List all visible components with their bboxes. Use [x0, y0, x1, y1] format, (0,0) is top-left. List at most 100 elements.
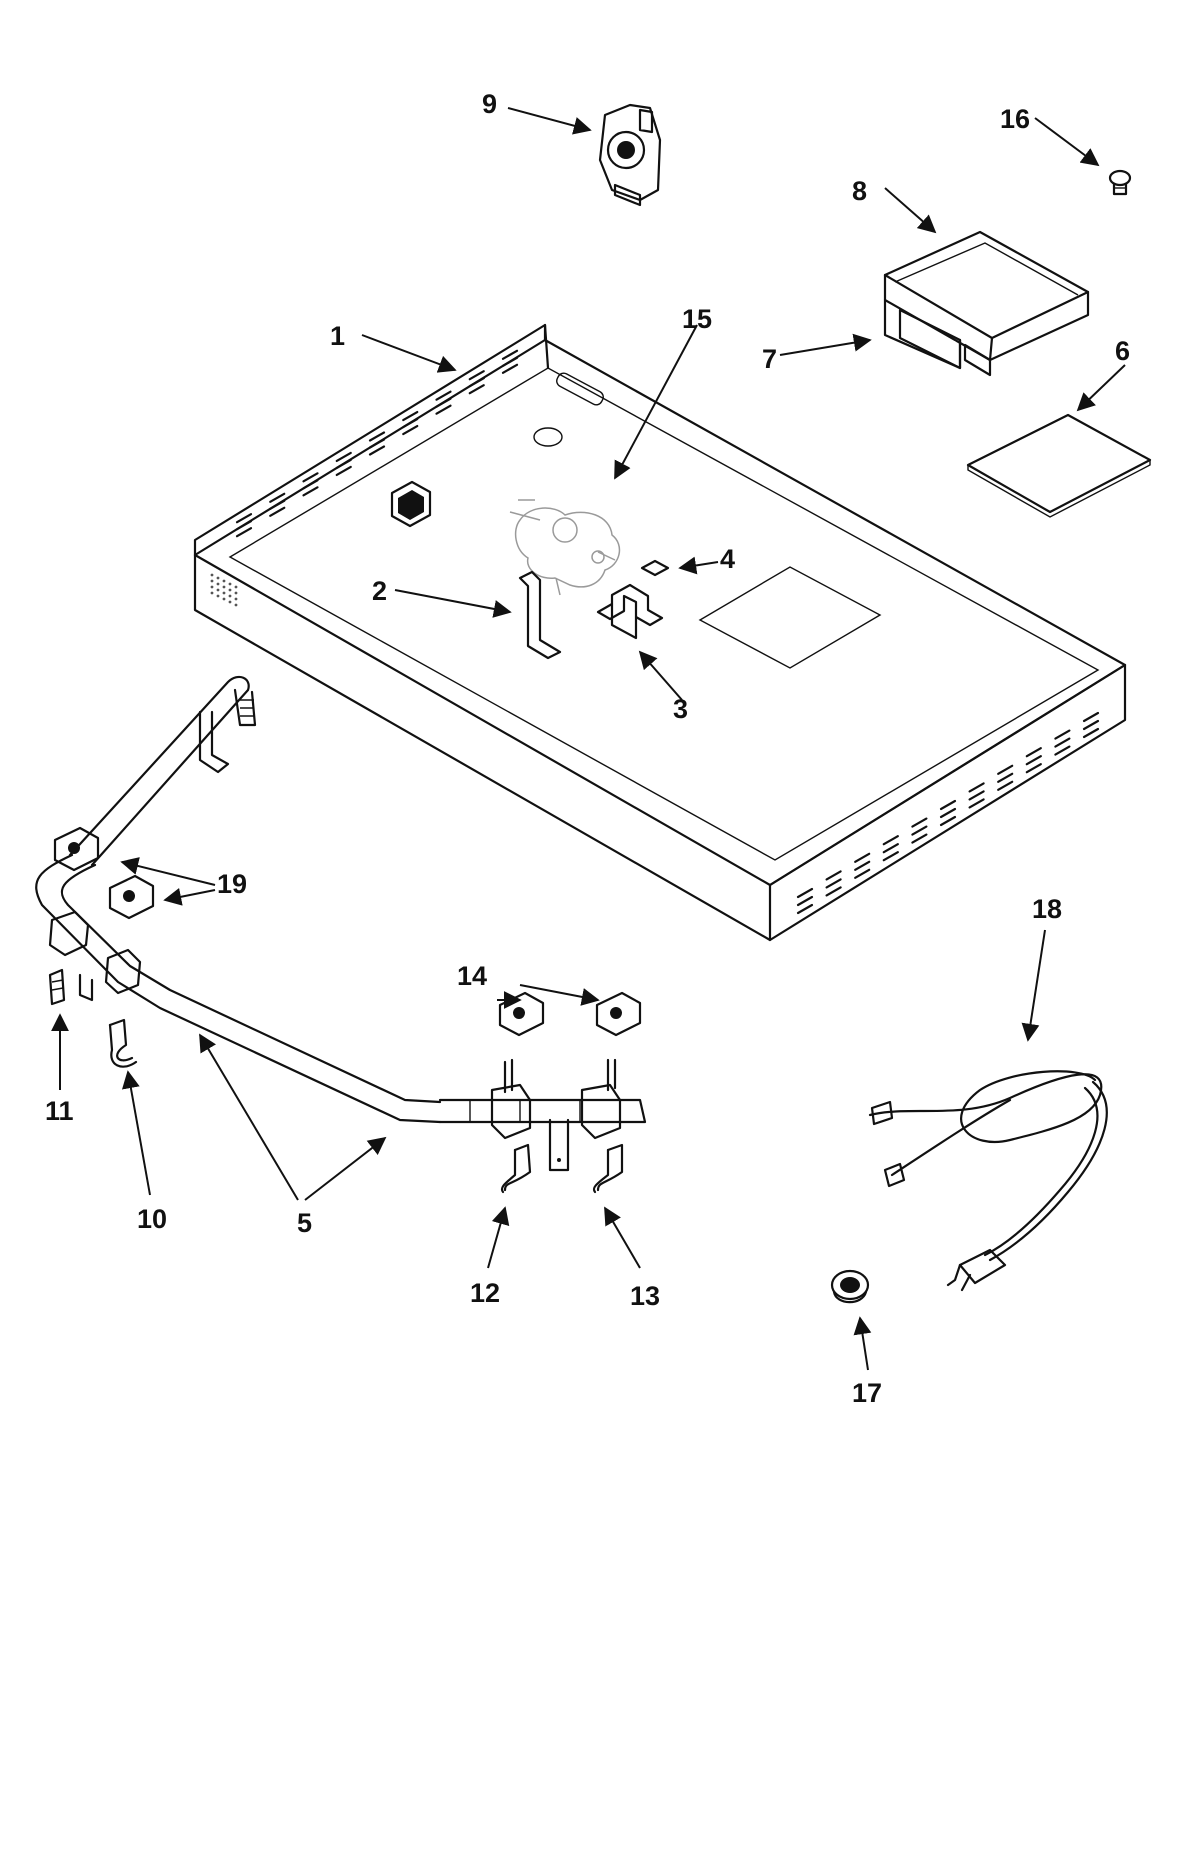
vent-slot: [468, 384, 485, 395]
vent-slot: [1082, 719, 1100, 731]
vent-slot: [911, 817, 928, 828]
perf-dot: [216, 582, 220, 586]
leader-arrows: [51, 107, 1126, 1371]
perf-dot: [222, 579, 226, 583]
callout-9: 9: [482, 89, 497, 119]
vent-slot: [1025, 755, 1042, 766]
callout-1: 1: [330, 321, 345, 351]
callout-12: 12: [470, 1278, 500, 1308]
vent-slot: [269, 499, 286, 510]
perf-dot: [234, 591, 238, 595]
vent-slot: [796, 903, 814, 915]
vent-slot: [468, 377, 485, 388]
regulator-9: [598, 103, 662, 207]
callout-11: 11: [45, 1096, 74, 1126]
perf-dot: [216, 576, 220, 580]
vent-slot: [882, 851, 899, 862]
callout-15: 15: [682, 304, 712, 334]
callout-10: 10: [137, 1204, 167, 1234]
vent-slot: [911, 833, 928, 844]
vent-slot: [435, 397, 452, 408]
vent-slot: [882, 835, 899, 846]
vent-slot: [235, 513, 253, 524]
vent-slot: [368, 445, 386, 456]
vent-slot: [468, 370, 485, 381]
vent-slot: [968, 782, 985, 793]
vent-slot: [1054, 737, 1071, 748]
vent-slot: [302, 472, 319, 483]
board-7: [883, 298, 992, 377]
perf-dot: [228, 600, 232, 604]
callout-18: 18: [1032, 894, 1062, 924]
vent-slot: [302, 486, 319, 497]
vent-slot: [235, 520, 253, 531]
vent-slot: [335, 451, 352, 463]
perf-dot: [210, 585, 214, 589]
vent-slot: [1054, 745, 1071, 756]
callout-19: 19: [217, 869, 247, 899]
callout-16: 16: [1000, 104, 1030, 134]
vent-slot: [368, 431, 386, 442]
vent-slot: [854, 852, 871, 863]
vent-slot: [796, 895, 814, 907]
callout-7: 7: [762, 344, 777, 374]
grommet-17: [830, 1269, 870, 1304]
vent-slot: [402, 417, 419, 429]
vent-slot: [968, 790, 985, 801]
perf-dot: [210, 591, 214, 595]
perf-dot: [210, 579, 214, 583]
vent-slot: [997, 780, 1014, 791]
vent-slot: [501, 363, 519, 374]
vent-slot: [825, 878, 842, 889]
manifold-assembly: [35, 675, 647, 1194]
vent-slot: [939, 815, 957, 827]
vent-slot: [1082, 727, 1100, 739]
perf-dot: [228, 582, 232, 586]
vent-slot: [854, 860, 871, 871]
perf-dot: [222, 591, 226, 595]
vent-slot: [1025, 763, 1042, 774]
sheet-6: [966, 413, 1152, 518]
bracket-3: [596, 583, 664, 640]
vent-slot: [939, 807, 957, 819]
base-pan: [193, 323, 1127, 942]
vent-slot: [968, 798, 985, 809]
perf-dot: [222, 597, 226, 601]
pad-4: [640, 559, 670, 577]
vent-slot: [435, 404, 452, 415]
vent-slot: [939, 799, 957, 811]
vent-slot: [435, 390, 452, 401]
perf-dot: [216, 594, 220, 598]
vent-slot: [302, 479, 319, 490]
vent-slot: [402, 410, 419, 422]
callout-17: 17: [852, 1378, 882, 1408]
callout-8: 8: [852, 176, 867, 206]
callout-5: 5: [297, 1208, 312, 1238]
vent-slot: [882, 843, 899, 854]
vent-slot: [1025, 747, 1042, 758]
valve-ghost: [509, 499, 621, 596]
vent-slot: [501, 356, 519, 367]
callout-4: 4: [720, 544, 735, 574]
callout-3: 3: [673, 694, 688, 724]
perf-dot: [228, 588, 232, 592]
vent-slot: [825, 886, 842, 897]
vent-slot: [1054, 729, 1071, 740]
vent-slot: [997, 772, 1014, 783]
vent-slot: [269, 506, 286, 517]
callout-6: 6: [1115, 336, 1130, 366]
vent-slot: [796, 887, 814, 899]
vent-slot: [501, 349, 519, 360]
vent-slot: [235, 527, 253, 538]
vent-slot: [911, 825, 928, 836]
vent-slot: [335, 458, 352, 470]
callout-labels: 1 2 3 4 5 6 7 8 9 10 11 12 13 14 15 16 1…: [45, 89, 1130, 1408]
vent-slot: [368, 438, 386, 449]
callout-2: 2: [372, 576, 387, 606]
vent-slot: [825, 870, 842, 881]
vent-slot: [1082, 711, 1100, 723]
module-8: [883, 230, 1090, 362]
perf-dot: [234, 585, 238, 589]
perf-dot: [216, 588, 220, 592]
